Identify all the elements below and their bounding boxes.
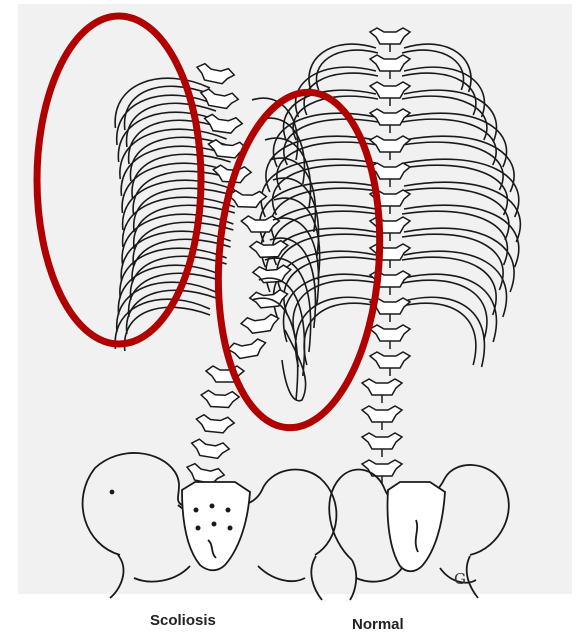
artist-signature: G xyxy=(454,570,466,588)
normal-caption: Normal xyxy=(352,616,404,633)
scoliosis-caption: Scoliosis xyxy=(150,612,216,629)
